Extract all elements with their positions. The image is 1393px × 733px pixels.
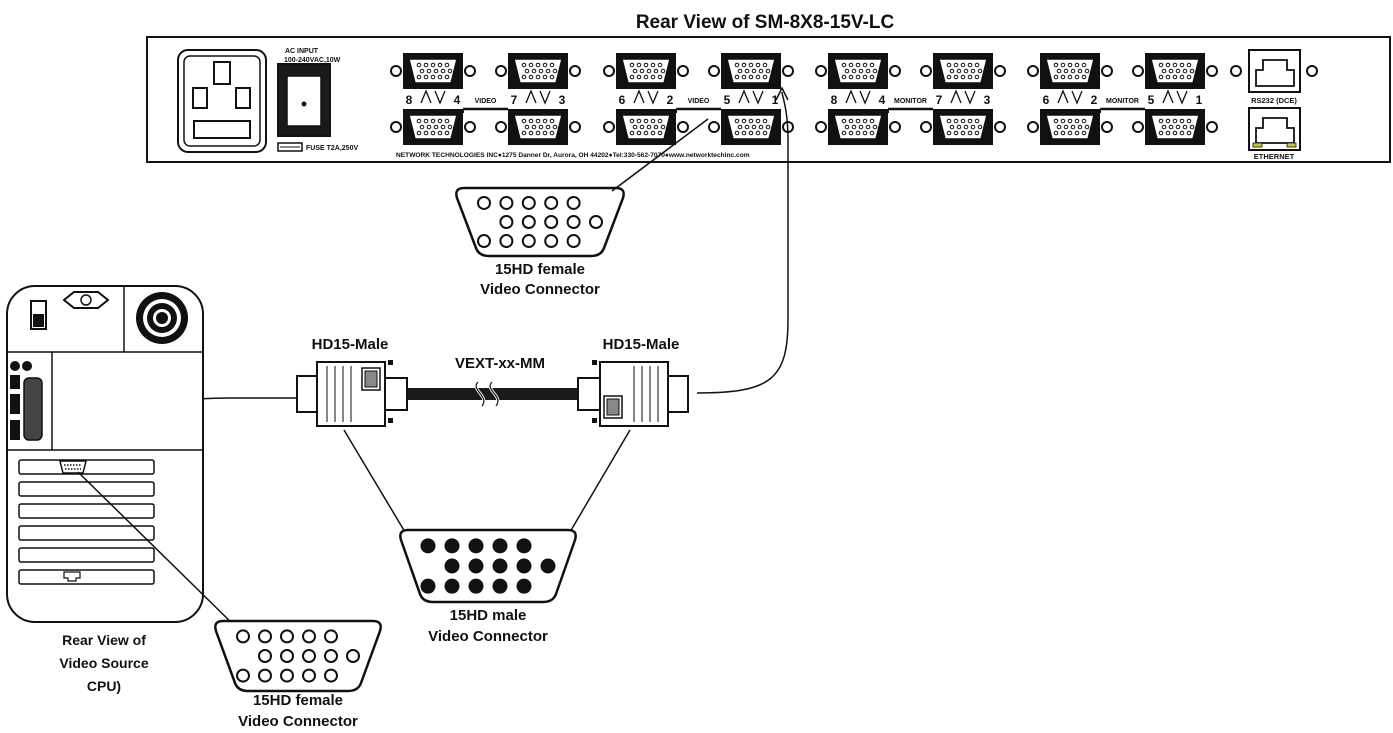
cpu-network-port-icon bbox=[63, 571, 81, 582]
up-arrow-icon bbox=[1057, 89, 1069, 104]
bottom-connector-label-line1: 15HD female bbox=[253, 692, 343, 709]
down-arrow-icon bbox=[539, 90, 551, 105]
down-arrow-icon bbox=[647, 90, 659, 105]
cable-model-label: VEXT-xx-MM bbox=[455, 355, 545, 372]
manufacturer-line: NETWORK TECHNOLOGIES INC●1275 Danner Dr,… bbox=[396, 152, 750, 159]
ethernet-label: ETHERNET bbox=[1254, 152, 1295, 161]
cpu-fan-icon bbox=[136, 292, 188, 344]
rs232-port-icon bbox=[1230, 49, 1318, 93]
vga-port-groups: VIDEO 8 4 7 3 VIDEO 6 2 5 1 MONITOR 8 4 7 3 MONITOR 6 2 5 1 bbox=[390, 53, 1218, 145]
port-number-bottom-right: 3 bbox=[984, 93, 991, 107]
bottom-connector-label-line2: Video Connector bbox=[238, 713, 358, 730]
ethernet-port-icon bbox=[1248, 107, 1301, 151]
hd15-female-connector-top bbox=[455, 186, 625, 258]
up-arrow-icon bbox=[738, 89, 750, 104]
top-connector-leader-line bbox=[611, 118, 709, 192]
male-connector-label-line2: Video Connector bbox=[428, 628, 548, 645]
up-arrow-icon bbox=[633, 89, 645, 104]
fuse-icon bbox=[277, 142, 303, 152]
switch-rear-panel: AC INPUT 100-240VAC,10W FUSE T2A,250V VI… bbox=[146, 36, 1391, 163]
male-connector-callout-left bbox=[343, 429, 406, 533]
down-arrow-icon bbox=[1176, 90, 1188, 105]
vga-port-group: VIDEO 6 2 5 1 bbox=[603, 53, 794, 145]
cpu-label-line2: Video Source bbox=[59, 655, 148, 671]
port-group-label: MONITOR bbox=[1106, 98, 1139, 105]
right-plug-label: HD15-Male bbox=[603, 336, 680, 353]
up-arrow-icon bbox=[420, 89, 432, 104]
bottom-connector-leader-line bbox=[77, 471, 241, 632]
port-group-label: VIDEO bbox=[688, 98, 710, 105]
cable-to-switch-line bbox=[696, 91, 789, 394]
hd15-male-connector-face bbox=[399, 528, 577, 604]
port-group-label: MONITOR bbox=[894, 98, 927, 105]
hd15-female-connector-bottom bbox=[214, 619, 382, 693]
down-arrow-icon bbox=[1071, 90, 1083, 105]
male-connector-label-line1: 15HD male bbox=[450, 607, 527, 624]
port-number-bottom-left: 2 bbox=[1091, 93, 1098, 107]
ac-input-label: AC INPUT bbox=[285, 48, 319, 55]
cpu-label-line3: CPU) bbox=[87, 678, 121, 694]
up-arrow-icon bbox=[845, 89, 857, 104]
left-plug-label: HD15-Male bbox=[312, 336, 389, 353]
port-number-top-right: 5 bbox=[1148, 93, 1155, 107]
rs232-label: RS232 (DCE) bbox=[1251, 96, 1297, 105]
down-arrow-icon bbox=[964, 90, 976, 105]
port-number-top-right: 5 bbox=[724, 93, 731, 107]
vext-cable bbox=[408, 380, 582, 407]
up-arrow-icon bbox=[950, 89, 962, 104]
cpu-label-line1: Rear View of bbox=[62, 632, 146, 648]
down-arrow-icon bbox=[859, 90, 871, 105]
vga-port-group: MONITOR 6 2 5 1 bbox=[1027, 53, 1218, 145]
port-number-top-left: 6 bbox=[1043, 93, 1050, 107]
port-group-label: VIDEO bbox=[475, 98, 497, 105]
hd15-male-plug-right bbox=[577, 360, 689, 427]
cpu-power-inlet-icon bbox=[62, 291, 110, 309]
power-switch-icon bbox=[277, 63, 331, 137]
cpu-vga-port-icon bbox=[59, 460, 87, 474]
hd15-male-plug-left bbox=[296, 360, 408, 427]
port-number-top-left: 8 bbox=[831, 93, 838, 107]
port-number-top-left: 8 bbox=[406, 93, 413, 107]
up-arrow-icon bbox=[525, 89, 537, 104]
down-arrow-icon bbox=[434, 90, 446, 105]
cable-to-switch-arrowhead bbox=[775, 86, 789, 101]
cpu-rear-view bbox=[6, 285, 204, 623]
top-connector-label-line2: Video Connector bbox=[480, 281, 600, 298]
port-number-bottom-left: 2 bbox=[667, 93, 674, 107]
port-number-top-right: 7 bbox=[936, 93, 943, 107]
port-number-top-left: 6 bbox=[619, 93, 626, 107]
vga-port-group: MONITOR 8 4 7 3 bbox=[815, 53, 1006, 145]
port-number-bottom-left: 4 bbox=[454, 93, 461, 107]
port-number-bottom-left: 4 bbox=[879, 93, 886, 107]
ac-power-inlet-icon bbox=[177, 49, 267, 153]
up-arrow-icon bbox=[1162, 89, 1174, 104]
port-number-bottom-right: 1 bbox=[1196, 93, 1203, 107]
down-arrow-icon bbox=[752, 90, 764, 105]
top-connector-label-line1: 15HD female bbox=[495, 261, 585, 278]
port-number-bottom-right: 3 bbox=[559, 93, 566, 107]
diagram-title: Rear View of SM-8X8-15V-LC bbox=[636, 12, 895, 33]
port-number-top-right: 7 bbox=[511, 93, 518, 107]
fuse-label: FUSE T2A,250V bbox=[306, 145, 358, 152]
cpu-io-ports-icon bbox=[10, 361, 43, 441]
male-connector-callout-right bbox=[569, 429, 631, 533]
port-number-bottom-right: 1 bbox=[772, 93, 779, 107]
vga-port-group: VIDEO 8 4 7 3 bbox=[390, 53, 581, 145]
ac-input-rating: 100-240VAC,10W bbox=[284, 57, 341, 64]
